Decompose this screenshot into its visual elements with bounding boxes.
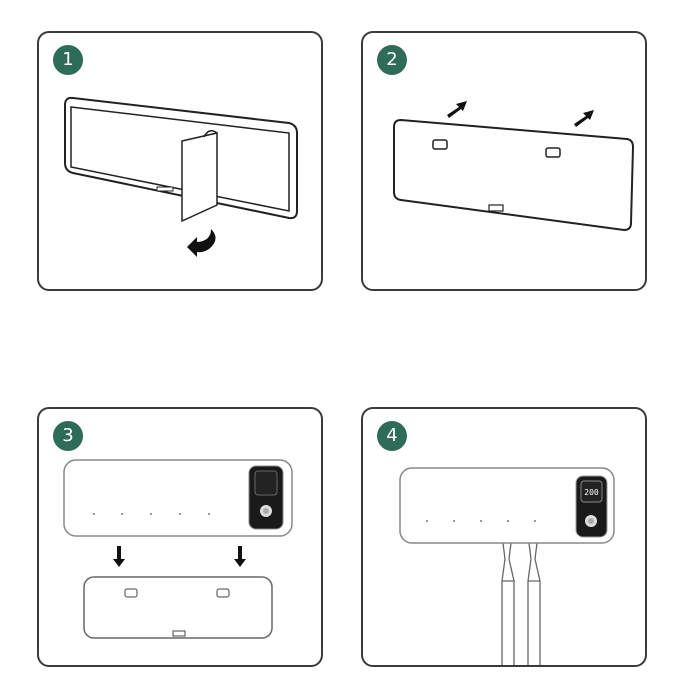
mounting-plate <box>393 118 635 232</box>
mounting-plate <box>83 576 273 639</box>
arrow-down-icon <box>234 546 246 567</box>
sterilizer-device <box>399 467 615 544</box>
step-4-panel: 200 4 <box>361 407 647 667</box>
peel-film-illustration <box>64 96 298 257</box>
arrow-up-right-icon <box>574 110 594 127</box>
peeled-film <box>181 132 218 223</box>
display-screen <box>580 480 603 503</box>
toothbrush-slots <box>93 513 210 515</box>
clip-right <box>545 147 561 158</box>
step-number-badge: 3 <box>53 421 83 451</box>
mount-plate-illustration <box>393 101 635 232</box>
display-screen <box>254 470 278 496</box>
plate-tab <box>488 204 504 212</box>
display-readout: 200 <box>584 488 599 497</box>
clip-left <box>432 139 448 150</box>
mounting-plate-inner <box>70 106 290 212</box>
arrow-up-right-icon <box>447 101 467 118</box>
toothbrush-right <box>527 542 541 665</box>
step-3-panel: 3 <box>37 407 323 667</box>
curved-arrow-icon <box>187 229 216 257</box>
step-2-panel: 2 <box>361 31 647 291</box>
toothbrush-left <box>501 542 515 665</box>
step-1-panel: 1 <box>37 31 323 291</box>
sterilizer-device <box>63 459 293 537</box>
step-number-badge: 2 <box>377 45 407 75</box>
plate-tab <box>156 186 174 192</box>
insert-toothbrush-illustration: 200 <box>399 467 615 665</box>
step-number-badge: 4 <box>377 421 407 451</box>
toothbrush-slots <box>426 520 536 522</box>
arrow-down-icon <box>113 546 125 567</box>
attach-device-illustration <box>63 459 293 639</box>
step-number-badge: 1 <box>53 45 83 75</box>
